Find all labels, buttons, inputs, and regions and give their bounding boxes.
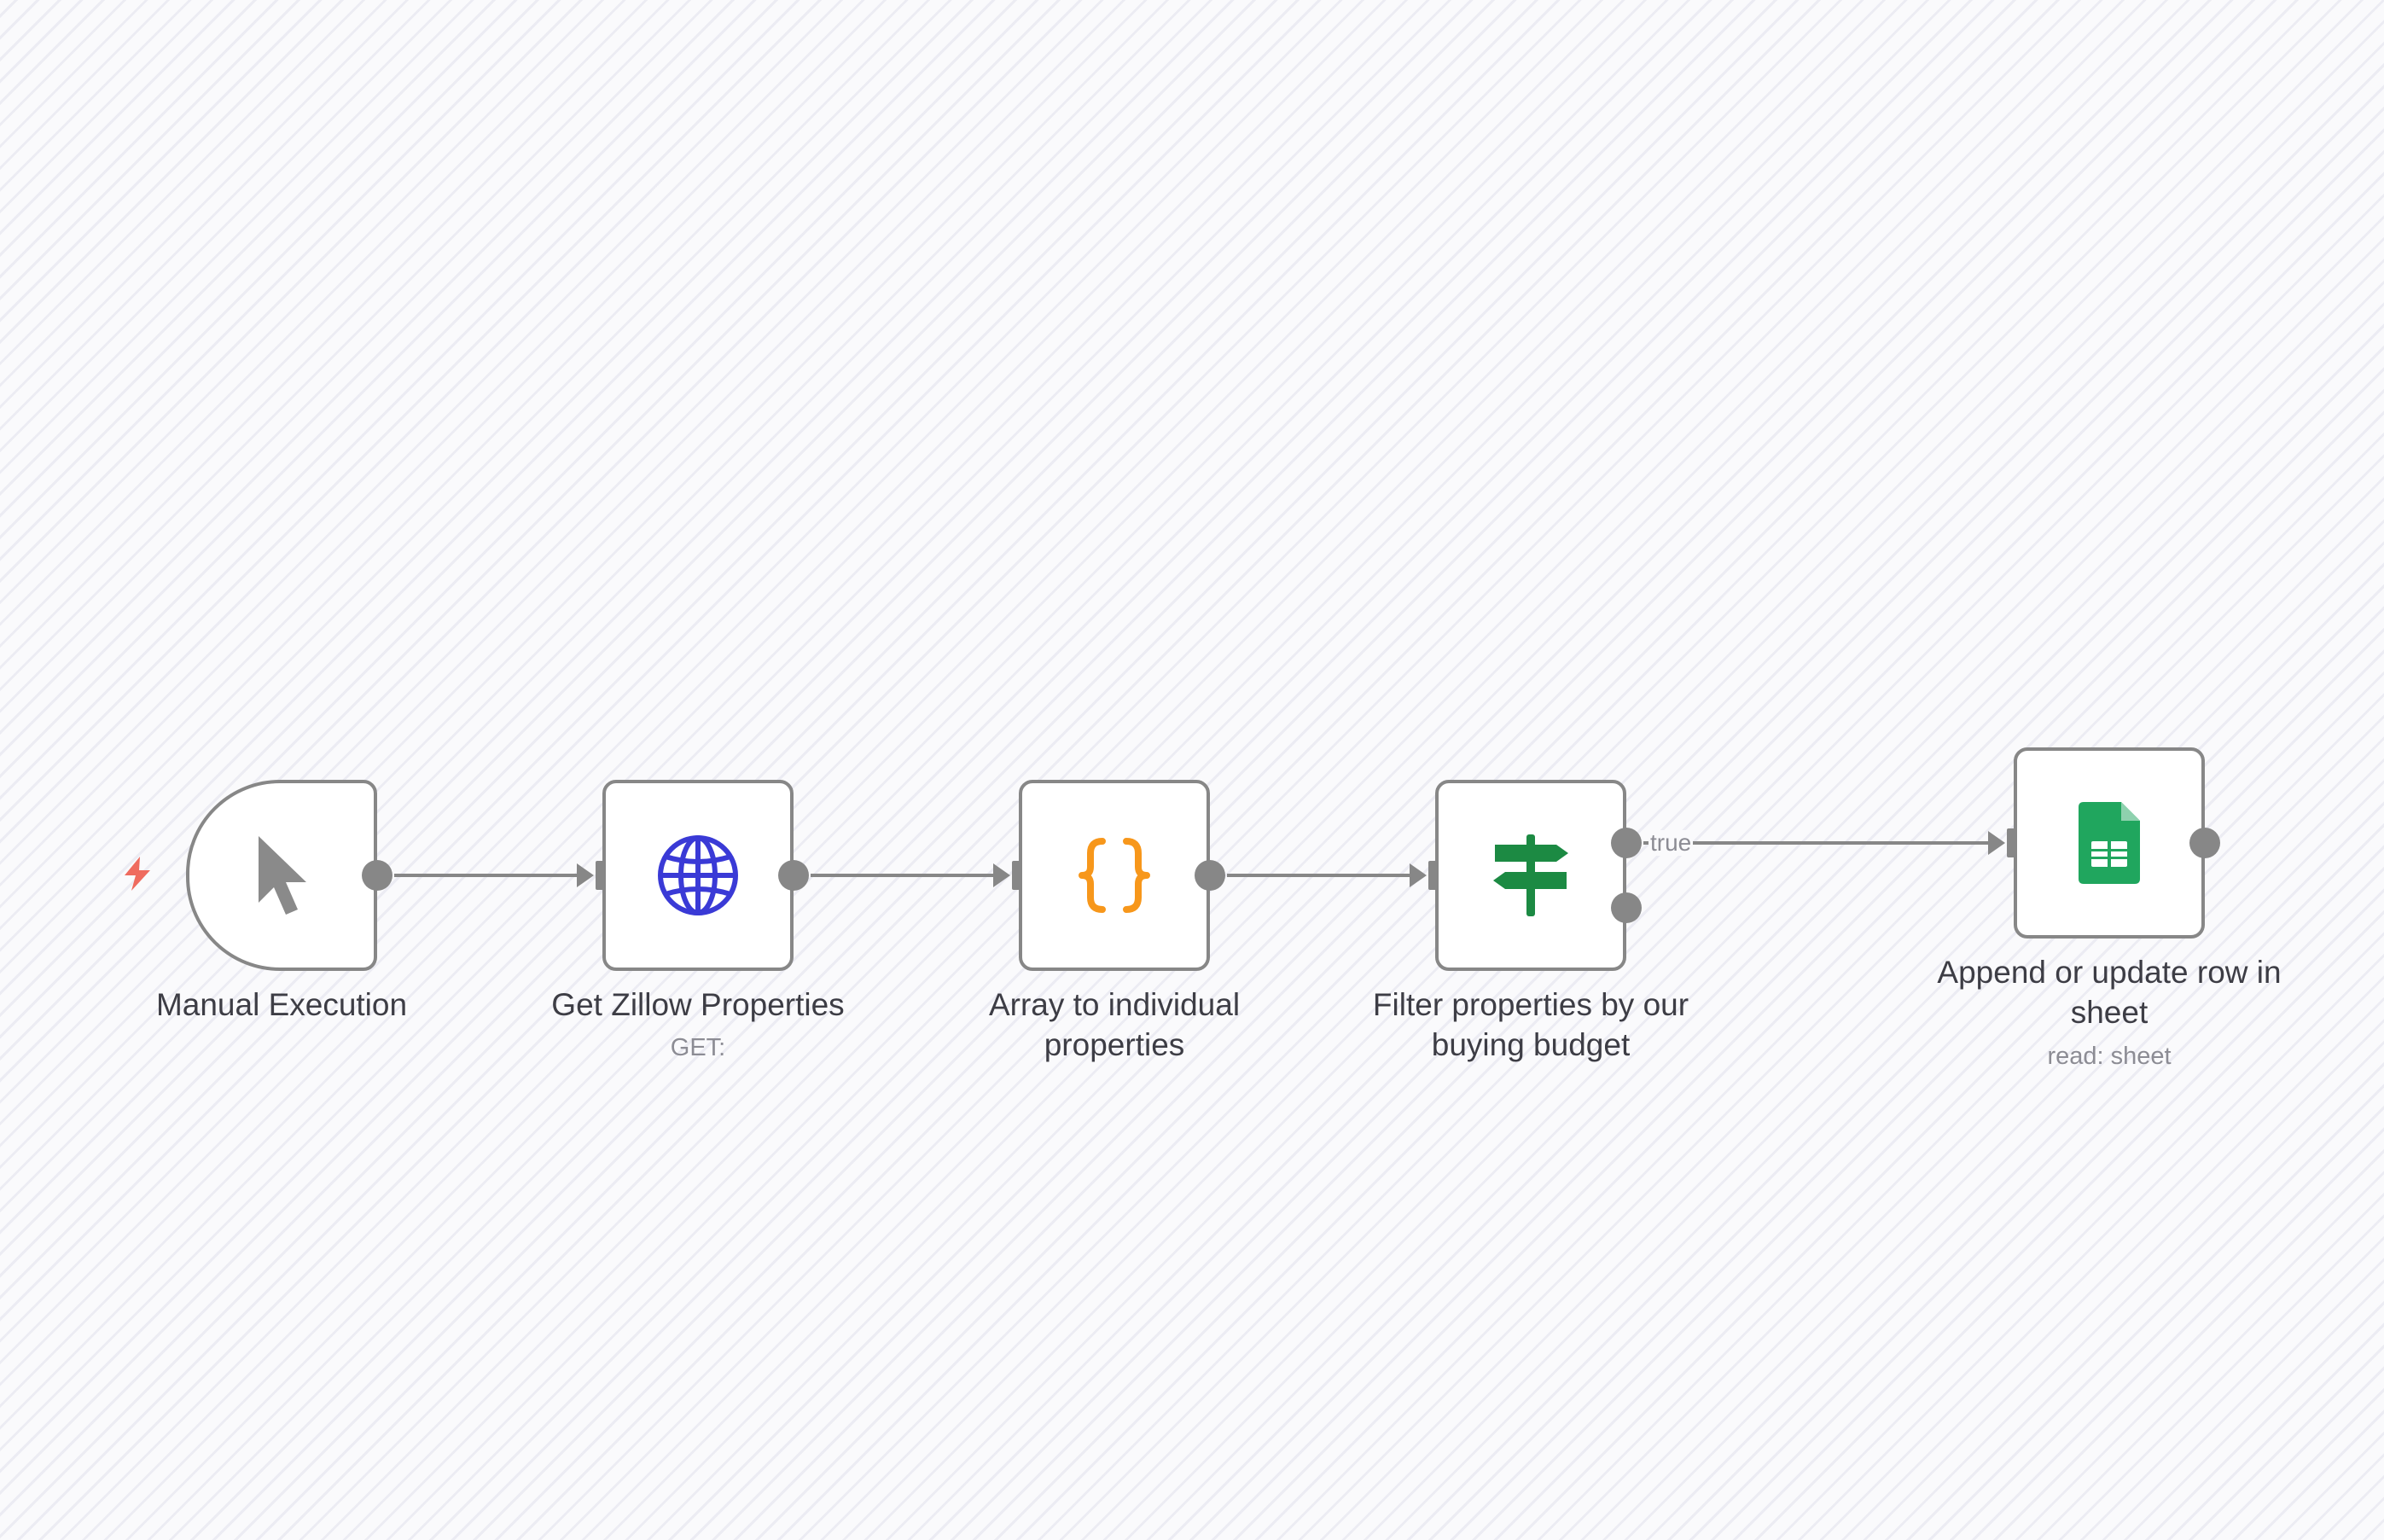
cursor-icon bbox=[259, 836, 306, 915]
node-manual-execution[interactable] bbox=[186, 780, 377, 971]
node-label: Array to individual properties bbox=[988, 987, 1241, 1062]
edge-arrowhead bbox=[1410, 863, 1427, 887]
edge-arrowhead bbox=[993, 863, 1010, 887]
trigger-bolt-icon bbox=[125, 857, 150, 891]
edge-arrowhead bbox=[577, 863, 594, 887]
signpost-icon bbox=[1493, 834, 1568, 916]
output-handle[interactable] bbox=[362, 860, 392, 891]
edge-label-true: true bbox=[1648, 829, 1694, 856]
node-filter-properties[interactable] bbox=[1435, 780, 1626, 971]
braces-icon bbox=[1079, 838, 1150, 913]
node-label: Manual Execution bbox=[155, 987, 408, 1022]
google-sheets-icon bbox=[2079, 802, 2140, 884]
globe-icon bbox=[658, 835, 738, 915]
output-handle-false[interactable] bbox=[1611, 892, 1642, 923]
node-subtitle: GET: bbox=[670, 1034, 726, 1061]
output-handle[interactable] bbox=[1195, 860, 1225, 891]
output-handle[interactable] bbox=[2189, 828, 2220, 858]
node-array-to-individual-properties[interactable] bbox=[1019, 780, 1210, 971]
node-label: Append or update row in sheet bbox=[1937, 955, 2282, 1030]
node-append-or-update-row[interactable] bbox=[2014, 747, 2205, 939]
node-label: Filter properties by our buying budget bbox=[1372, 987, 1689, 1062]
node-get-zillow-properties[interactable] bbox=[602, 780, 794, 971]
output-handle-true[interactable] bbox=[1611, 828, 1642, 858]
edge-arrowhead bbox=[1988, 831, 2005, 855]
node-subtitle: read: sheet bbox=[2047, 1043, 2172, 1070]
node-label: Get Zillow Properties bbox=[551, 987, 845, 1022]
output-handle[interactable] bbox=[778, 860, 809, 891]
